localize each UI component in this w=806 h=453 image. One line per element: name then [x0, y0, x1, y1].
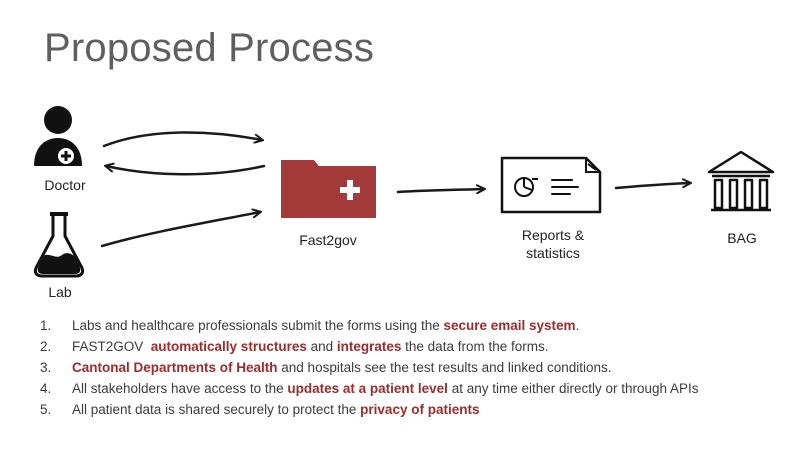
government-building-icon: [707, 150, 775, 212]
lab-label: Lab: [48, 284, 72, 300]
arrow-doctor-to-fast2gov: [102, 131, 262, 148]
fast2gov-label: Fast2gov: [299, 232, 357, 248]
doctor-label: Doctor: [44, 177, 86, 193]
arrow-fast2gov-to-doctor: [106, 166, 266, 176]
step-number: 4.: [40, 381, 52, 396]
reports-label-line1: Reports &: [521, 227, 585, 243]
step-highlight: integrates: [336, 339, 402, 354]
page-title: Proposed Process: [44, 26, 375, 70]
step-highlight: privacy of patients: [360, 402, 480, 417]
folder-icon: [281, 160, 376, 218]
step-highlight: automatically structures: [150, 339, 307, 354]
bag-label: BAG: [727, 230, 757, 246]
step-highlight: Cantonal Departments of Health: [72, 360, 278, 375]
step-number: 1.: [40, 318, 52, 333]
list-item: 1. Labs and healthcare professionals subm…: [40, 315, 780, 336]
step-text: All stakeholders have access to the: [72, 381, 288, 396]
step-text: FAST2GOV: [72, 339, 151, 354]
step-number: 3.: [40, 360, 52, 375]
list-item: 2.FAST2GOV automatically structures and …: [40, 336, 780, 357]
arrow-lab-to-fast2gov: [100, 212, 260, 248]
list-item: 5. All patient data is shared securely to…: [40, 399, 780, 420]
step-text: the data from the forms.: [401, 339, 549, 354]
step-text: and hospitals see the test results and l…: [277, 360, 612, 375]
step-number: 5.: [40, 402, 52, 417]
step-text: .: [575, 318, 580, 333]
list-item: 4. All stakeholders have access to the up…: [40, 378, 780, 399]
report-document-icon: [500, 156, 602, 214]
step-text: All patient data is shared securely to p…: [72, 402, 361, 417]
step-text: and: [306, 339, 337, 354]
step-text: Labs and healthcare professionals submit…: [72, 318, 444, 333]
arrow-reports-to-bag: [614, 183, 690, 190]
doctor-icon: [34, 106, 82, 166]
reports-label: Reports & statistics: [505, 226, 601, 262]
flask-icon: [33, 212, 85, 278]
step-highlight: secure email system: [443, 318, 576, 333]
arrow-fast2gov-to-reports: [396, 189, 484, 192]
process-steps-list: 1. Labs and healthcare professionals subm…: [40, 315, 780, 420]
step-highlight: updates at a patient level: [287, 381, 448, 396]
list-item: 3. Cantonal Departments of Health and hos…: [40, 357, 780, 378]
step-text: at any time either directly or through A…: [447, 381, 699, 396]
reports-label-line2: statistics: [526, 245, 580, 261]
step-number: 2.: [40, 339, 52, 354]
